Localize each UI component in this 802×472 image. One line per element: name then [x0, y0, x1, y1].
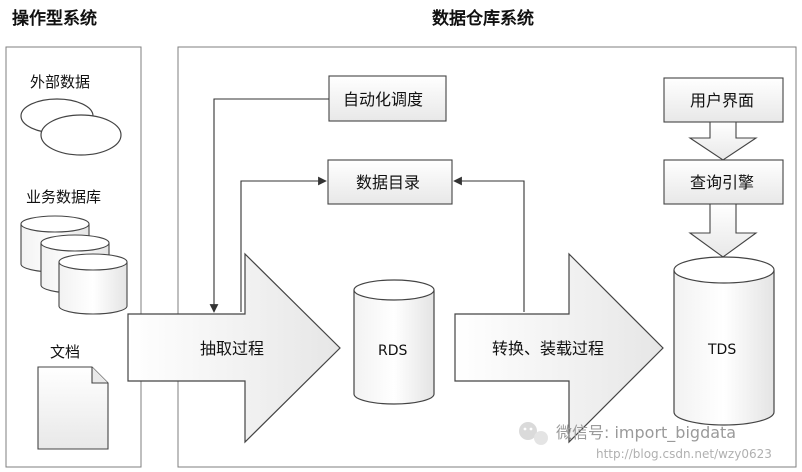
ui-to-query-down-arrow: [688, 121, 758, 161]
business-database-icon: [20, 215, 128, 315]
transform-to-catalog-connector: [453, 176, 525, 312]
blog-url-watermark: http://blog.csdn.net/wzy0623: [596, 447, 772, 461]
extraction-to-catalog-connector: [240, 176, 327, 312]
operational-system-title: 操作型系统: [12, 8, 97, 29]
external-data-label: 外部数据: [30, 73, 90, 91]
tds-database-icon: [673, 256, 775, 426]
query-engine-box: [663, 159, 784, 205]
query-engine-label: 查询引擎: [690, 173, 754, 192]
document-icon: [37, 366, 109, 450]
scheduler-to-extraction-connector: [209, 98, 329, 313]
transform-load-process-arrow: [454, 252, 664, 444]
user-interface-label: 用户界面: [690, 91, 754, 110]
document-label: 文档: [50, 343, 80, 361]
external-data-icon: [20, 98, 122, 156]
rds-label: RDS: [378, 343, 408, 359]
data-warehouse-title: 数据仓库系统: [432, 8, 534, 29]
query-to-tds-down-arrow: [688, 203, 758, 258]
business-database-label: 业务数据库: [26, 188, 101, 206]
data-catalog-label: 数据目录: [356, 173, 420, 192]
wechat-watermark-text: 微信号: import_bigdata: [556, 423, 736, 443]
extraction-process-arrow: [127, 252, 341, 444]
data-catalog-box: [327, 159, 453, 205]
rds-database-icon: [353, 279, 435, 405]
wechat-icon: [519, 422, 548, 445]
user-interface-box: [663, 77, 784, 123]
extraction-process-label: 抽取过程: [200, 339, 264, 358]
automation-scheduler-label: 自动化调度: [343, 90, 423, 109]
tds-label: TDS: [707, 342, 736, 358]
transform-load-process-label: 转换、装载过程: [492, 339, 604, 358]
